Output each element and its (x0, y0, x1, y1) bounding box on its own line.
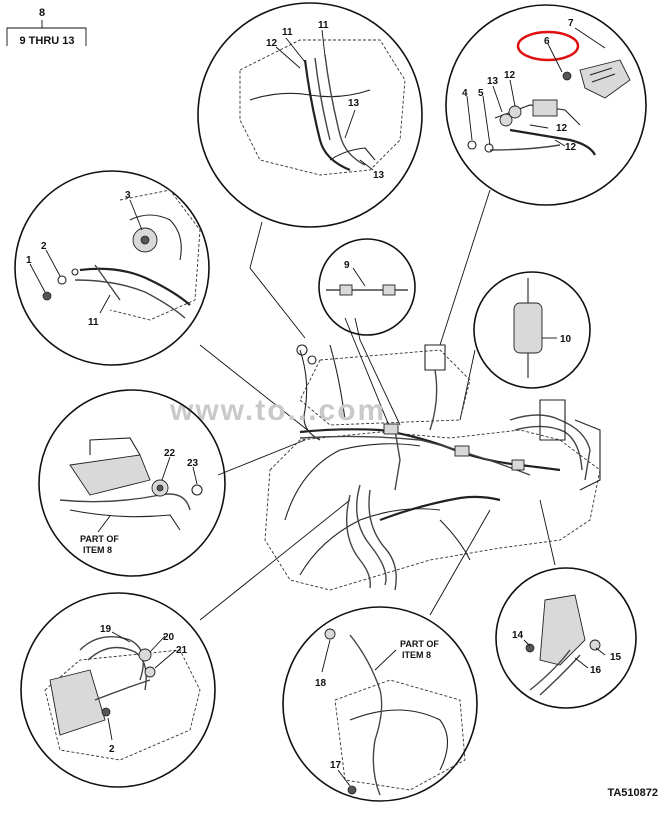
central-assembly (264, 344, 601, 591)
detail-circle-right-bottom: 14 15 16 (495, 567, 637, 709)
leader-left-mid (217, 439, 306, 476)
part-of-item-bottom-a: PART OF (400, 639, 439, 649)
callout-16: 16 (590, 665, 602, 676)
callout-2-bottom: 2 (109, 744, 115, 755)
main-harness-b (299, 435, 531, 476)
right-bracket-arm (574, 419, 601, 491)
callout-7: 7 (568, 18, 574, 29)
figure-id: TA510872 (607, 787, 658, 799)
callout-12c: 12 (565, 142, 577, 153)
callout-13: 13 (487, 76, 499, 87)
detail-circle-center-small: 9 (318, 238, 416, 336)
leader-center-small-b (344, 317, 391, 429)
leader-left-bottom (199, 499, 351, 621)
callout-14: 14 (512, 630, 524, 641)
relay-terminal-b (307, 355, 317, 365)
lower-bundle-c (345, 494, 371, 589)
harness-branch-mid (329, 344, 346, 421)
top-connector-lead (429, 369, 438, 431)
detail-circle-center-bottom: 18 17 PART OF ITEM 8 (282, 606, 478, 802)
engine-curve-a (284, 443, 421, 521)
leader-lines (199, 189, 556, 621)
ref-number: 8 (39, 7, 45, 19)
reference-header: 8 9 THRU 13 (6, 7, 87, 47)
callout-21: 21 (176, 645, 188, 656)
part-of-item-left-a: PART OF (80, 534, 119, 544)
part-of-item-bottom-b: ITEM 8 (402, 650, 431, 660)
callout-11: 11 (88, 317, 99, 328)
watermark: www.to...com (169, 394, 386, 427)
callout-6: 6 (544, 36, 550, 47)
right-bracket (539, 399, 566, 441)
lower-loop (439, 519, 471, 561)
leader-right-mid (459, 349, 476, 421)
callout-18: 18 (315, 678, 327, 689)
callout-23: 23 (187, 458, 199, 469)
harness-drop (394, 429, 401, 491)
harness-connector-a (383, 423, 399, 435)
engine-outline (264, 429, 601, 591)
detail-circle-left-upper: 1 2 3 11 (14, 170, 210, 366)
harness-connector-b (454, 445, 470, 457)
highlight-ring (516, 30, 580, 62)
detail-circle-top-right: 7 6 13 12 4 5 12 12 (445, 4, 647, 206)
right-cable-loop-a (509, 414, 591, 481)
lower-harness (379, 495, 501, 522)
callout-12: 12 (266, 38, 278, 49)
top-connector (424, 344, 446, 371)
callout-13a: 13 (348, 98, 360, 109)
callout-12b: 12 (556, 123, 568, 134)
leader-top-center (249, 221, 306, 339)
detail-circle-left-mid: 22 23 PART OF ITEM 8 (38, 389, 226, 577)
lower-bundle-a (355, 484, 387, 586)
detail-circle-left-bottom: 19 20 21 2 (20, 592, 216, 788)
callout-17: 17 (330, 760, 342, 771)
leader-left-upper (199, 344, 311, 433)
part-of-item-left-b: ITEM 8 (83, 545, 112, 555)
callout-4: 4 (462, 88, 468, 99)
callout-5: 5 (478, 88, 484, 99)
callout-9: 9 (344, 260, 350, 271)
right-cable-loop-b (514, 425, 583, 471)
ref-bracket (6, 27, 87, 46)
leader-right-bottom (539, 499, 556, 566)
ref-range: 9 THRU 13 (19, 35, 74, 47)
detail-circle-right-mid: 10 (473, 271, 591, 389)
leader-center-bottom (429, 509, 491, 616)
harness-branch-left (299, 349, 321, 441)
callout-20: 20 (163, 632, 175, 643)
callout-19: 19 (100, 624, 112, 635)
leader-center-small (354, 317, 401, 426)
callout-1: 1 (26, 255, 32, 266)
detail-circle-top-center: 11 12 11 13 13 (197, 2, 423, 228)
callout-11b: 11 (318, 20, 329, 31)
callout-2: 2 (41, 241, 47, 252)
upper-block-outline (299, 349, 471, 426)
callout-12a: 12 (504, 70, 516, 81)
callout-10: 10 (560, 334, 572, 345)
callout-3: 3 (125, 190, 131, 201)
harness-connector-c (511, 459, 525, 471)
callout-11a: 11 (282, 27, 293, 38)
callout-22: 22 (164, 448, 176, 459)
lower-bundle-b (368, 489, 397, 591)
leader-top-right (439, 189, 491, 346)
callout-13b: 13 (373, 170, 385, 181)
relay-terminal (296, 344, 308, 356)
callout-15: 15 (610, 652, 622, 663)
